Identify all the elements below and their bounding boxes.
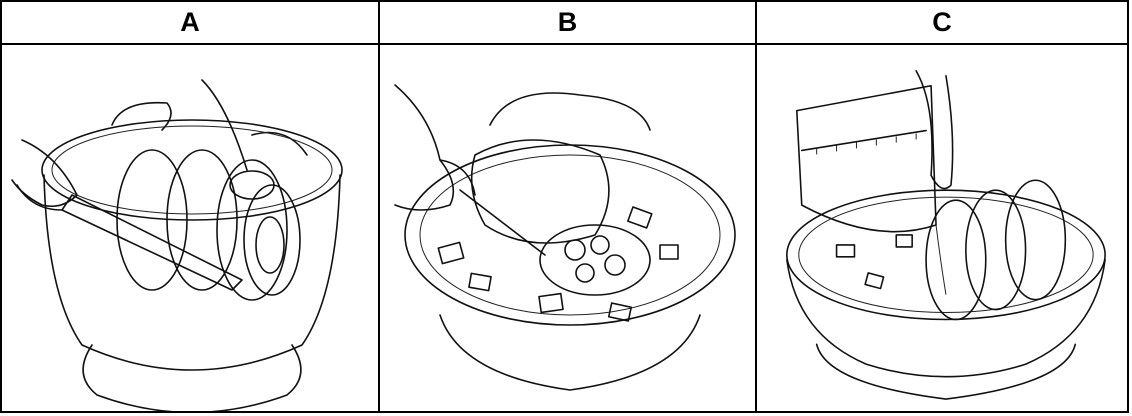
- pot-with-measuring-jug-pouring-icon: [757, 45, 1127, 411]
- panel-c-illustration: [757, 45, 1127, 411]
- panel-c-label: C: [757, 2, 1127, 45]
- panel-b-illustration: [380, 45, 757, 411]
- panel-b-label: B: [380, 2, 757, 45]
- panel-a-label: A: [2, 2, 380, 45]
- pot-with-ladle-and-vegetables-icon: [380, 45, 755, 411]
- pot-with-roulade-and-knife-icon: [2, 45, 378, 411]
- panel-a-illustration: [2, 45, 380, 411]
